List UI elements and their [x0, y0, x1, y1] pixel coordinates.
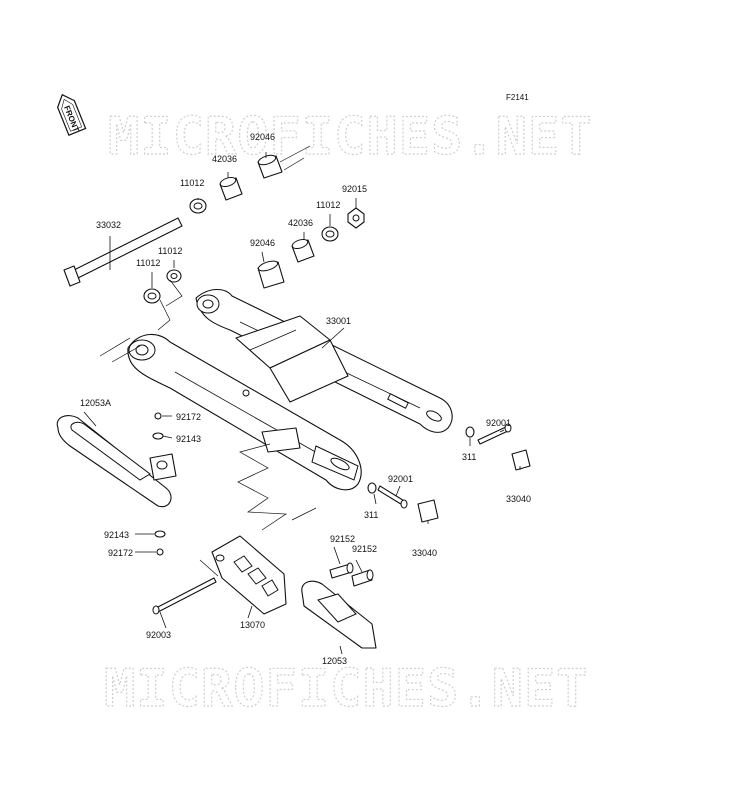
part-label[interactable]: 42036 — [212, 154, 237, 164]
part-label[interactable]: 33040 — [506, 494, 531, 504]
part-label[interactable]: 92046 — [250, 238, 275, 248]
part-label[interactable]: 92001 — [486, 418, 511, 428]
part-label[interactable]: 33032 — [96, 220, 121, 230]
part-label[interactable]: 11012 — [136, 258, 160, 268]
part-label[interactable]: 92015 — [342, 184, 367, 194]
chain-slider-12053a — [56, 415, 177, 508]
part-label[interactable]: 92143 — [176, 434, 201, 444]
part-label[interactable]: 13070 — [240, 620, 265, 630]
part-labels: 92046 42036 11012 92015 11012 42036 3303… — [80, 132, 531, 666]
pivot-shaft — [63, 217, 183, 287]
bolts — [152, 423, 531, 615]
part-label[interactable]: 311 — [364, 510, 378, 520]
part-label[interactable]: 12053A — [80, 398, 111, 408]
part-label[interactable]: 92001 — [388, 474, 413, 484]
part-label[interactable]: 11012 — [316, 200, 340, 210]
chain-guide-12053 — [301, 580, 377, 649]
upper-bushings — [143, 154, 365, 304]
part-label[interactable]: 42036 — [288, 218, 313, 228]
watermark-bottom: MICROFICHES.NET — [104, 659, 589, 719]
part-label[interactable]: 92172 — [176, 412, 201, 422]
part-label[interactable]: 11012 — [158, 246, 182, 256]
part-label[interactable]: 12053 — [322, 656, 347, 666]
part-label[interactable]: 311 — [462, 452, 476, 462]
part-label[interactable]: 11012 — [180, 178, 204, 188]
front-arrow-icon: FRONT — [57, 93, 87, 136]
part-label[interactable]: 92046 — [250, 132, 275, 142]
part-label[interactable]: 92143 — [104, 530, 129, 540]
watermark-top: MICROFICHES.NET — [108, 107, 593, 167]
part-label[interactable]: 92152 — [352, 544, 377, 554]
swingarm — [127, 288, 453, 491]
assembly-guide-lower — [199, 443, 317, 577]
part-label[interactable]: 92172 — [108, 548, 133, 558]
leader-lines — [83, 152, 521, 655]
part-label[interactable]: 33001 — [326, 316, 351, 326]
part-label[interactable]: 92152 — [330, 534, 355, 544]
part-label[interactable]: 33040 — [412, 548, 437, 558]
diagram-code: F2141 — [506, 93, 529, 102]
assembly-guide-upper — [99, 145, 311, 363]
chain-guide-13070 — [211, 535, 287, 615]
part-label[interactable]: 92003 — [146, 630, 171, 640]
